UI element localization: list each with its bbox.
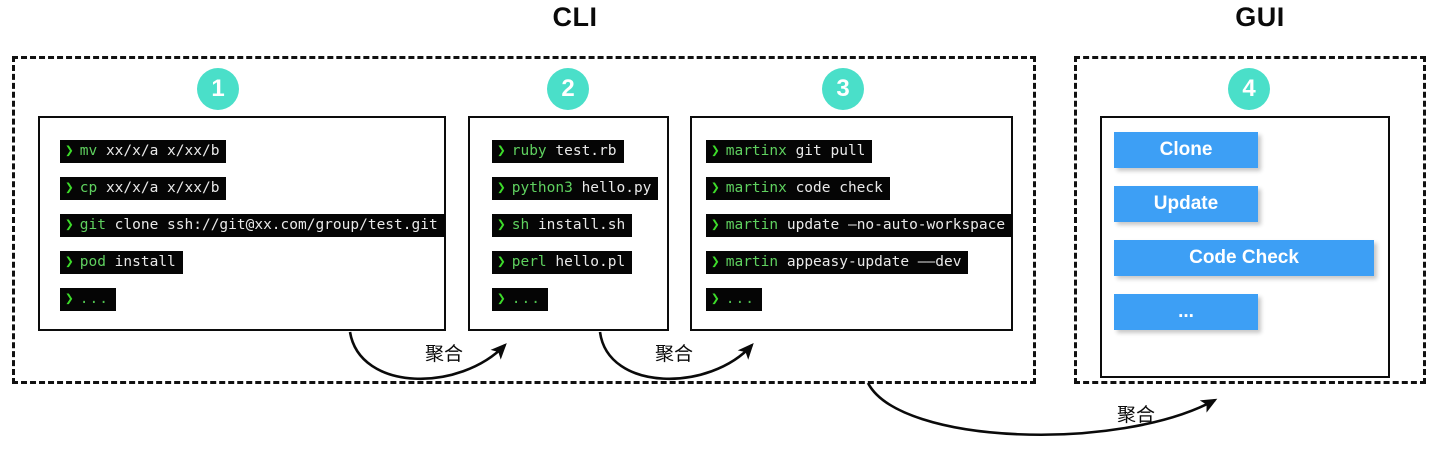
command-keyword: git bbox=[79, 217, 106, 233]
command-args: hello.pl bbox=[555, 254, 626, 270]
gui-panel: Clone Update Code Check ... bbox=[1100, 116, 1390, 378]
prompt-icon: ❯ bbox=[711, 143, 720, 159]
prompt-icon: ❯ bbox=[497, 291, 506, 307]
section-title-gui: GUI bbox=[1235, 2, 1285, 32]
prompt-icon: ❯ bbox=[65, 254, 74, 270]
command-line: ❯ martinx code check bbox=[706, 177, 890, 200]
command-line: ❯ sh install.sh bbox=[492, 214, 633, 237]
gui-button-list: Clone Update Code Check ... bbox=[1102, 118, 1388, 330]
prompt-icon: ❯ bbox=[711, 254, 720, 270]
command-line: ❯ python3 hello.py bbox=[492, 177, 659, 200]
command-args: appeasy-update ––dev bbox=[786, 254, 962, 270]
command-line-ellipsis: ❯... bbox=[60, 288, 116, 311]
command-args: xx/x/a x/xx/b bbox=[105, 143, 220, 159]
command-keyword: sh bbox=[511, 217, 530, 233]
command-args: code check bbox=[795, 180, 883, 196]
prompt-icon: ❯ bbox=[497, 180, 506, 196]
arrow-cli-to-gui bbox=[866, 382, 1218, 437]
command-args: ... bbox=[725, 291, 755, 307]
command-line: ❯ cp xx/x/a x/xx/b bbox=[60, 177, 227, 200]
command-keyword: martin bbox=[725, 217, 779, 233]
gui-group-boundary bbox=[1074, 56, 1426, 384]
command-keyword: ruby bbox=[511, 143, 547, 159]
prompt-icon: ❯ bbox=[711, 180, 720, 196]
command-keyword: martinx bbox=[725, 143, 787, 159]
command-args: clone ssh://git@xx.com/group/test.git bbox=[114, 217, 438, 233]
command-args: hello.py bbox=[581, 180, 652, 196]
step-badge-1: 1 bbox=[197, 68, 239, 110]
gui-button-code-check[interactable]: Code Check bbox=[1114, 240, 1374, 276]
command-args: git pull bbox=[795, 143, 866, 159]
command-list-3: ❯ martinx git pull ❯ martinx code check ❯ m… bbox=[692, 118, 1013, 311]
command-line: ❯ perl hello.pl bbox=[492, 251, 633, 274]
prompt-icon: ❯ bbox=[65, 217, 74, 233]
command-args: update –no-auto-workspace bbox=[786, 217, 1006, 233]
command-line: ❯ mv xx/x/a x/xx/b bbox=[60, 140, 227, 163]
gui-button-more[interactable]: ... bbox=[1114, 294, 1258, 330]
section-title-cli: CLI bbox=[552, 2, 598, 32]
command-line: ❯ ruby test.rb bbox=[492, 140, 624, 163]
terminal-panel-3: ❯ martinx git pull ❯ martinx code check ❯ m… bbox=[690, 116, 1013, 331]
command-args: install bbox=[114, 254, 176, 270]
terminal-panel-2: ❯ ruby test.rb ❯ python3 hello.py ❯ sh inst… bbox=[468, 116, 669, 331]
command-line: ❯ pod install bbox=[60, 251, 183, 274]
command-args: install.sh bbox=[537, 217, 626, 233]
command-keyword: martinx bbox=[725, 180, 787, 196]
prompt-icon: ❯ bbox=[65, 291, 74, 307]
command-args: test.rb bbox=[555, 143, 617, 159]
step-badge-4: 4 bbox=[1228, 68, 1270, 110]
command-keyword: cp bbox=[79, 180, 98, 196]
prompt-icon: ❯ bbox=[711, 217, 720, 233]
command-line: ❯ martinx git pull bbox=[706, 140, 873, 163]
command-keyword: python3 bbox=[511, 180, 573, 196]
prompt-icon: ❯ bbox=[497, 143, 506, 159]
command-keyword: mv bbox=[79, 143, 98, 159]
flow-label-aggregate-3: 聚合 bbox=[1117, 404, 1156, 426]
terminal-panel-1: ❯ mv xx/x/a x/xx/b ❯ cp xx/x/a x/xx/b ❯ git… bbox=[38, 116, 446, 331]
command-args: ... bbox=[79, 291, 109, 307]
command-list-2: ❯ ruby test.rb ❯ python3 hello.py ❯ sh inst… bbox=[470, 118, 667, 311]
gui-button-update[interactable]: Update bbox=[1114, 186, 1258, 222]
command-line-ellipsis: ❯... bbox=[492, 288, 548, 311]
command-line: ❯ martin appeasy-update ––dev bbox=[706, 251, 969, 274]
prompt-icon: ❯ bbox=[65, 180, 74, 196]
command-keyword: martin bbox=[725, 254, 779, 270]
command-keyword: pod bbox=[79, 254, 106, 270]
prompt-icon: ❯ bbox=[65, 143, 74, 159]
command-list-1: ❯ mv xx/x/a x/xx/b ❯ cp xx/x/a x/xx/b ❯ git… bbox=[40, 118, 445, 311]
command-keyword: perl bbox=[511, 254, 547, 270]
step-badge-2: 2 bbox=[547, 68, 589, 110]
command-line: ❯ martin update –no-auto-workspace bbox=[706, 214, 1013, 237]
command-line: ❯ git clone ssh://git@xx.com/group/test.g… bbox=[60, 214, 445, 237]
command-line-ellipsis: ❯... bbox=[706, 288, 762, 311]
prompt-icon: ❯ bbox=[497, 217, 506, 233]
command-args: xx/x/a x/xx/b bbox=[105, 180, 220, 196]
cli-group-boundary bbox=[12, 56, 1036, 384]
prompt-icon: ❯ bbox=[497, 254, 506, 270]
flow-label-aggregate-1: 聚合 bbox=[425, 343, 464, 365]
prompt-icon: ❯ bbox=[711, 291, 720, 307]
gui-button-clone[interactable]: Clone bbox=[1114, 132, 1258, 168]
flow-label-aggregate-2: 聚合 bbox=[655, 343, 694, 365]
command-args: ... bbox=[511, 291, 541, 307]
step-badge-3: 3 bbox=[822, 68, 864, 110]
